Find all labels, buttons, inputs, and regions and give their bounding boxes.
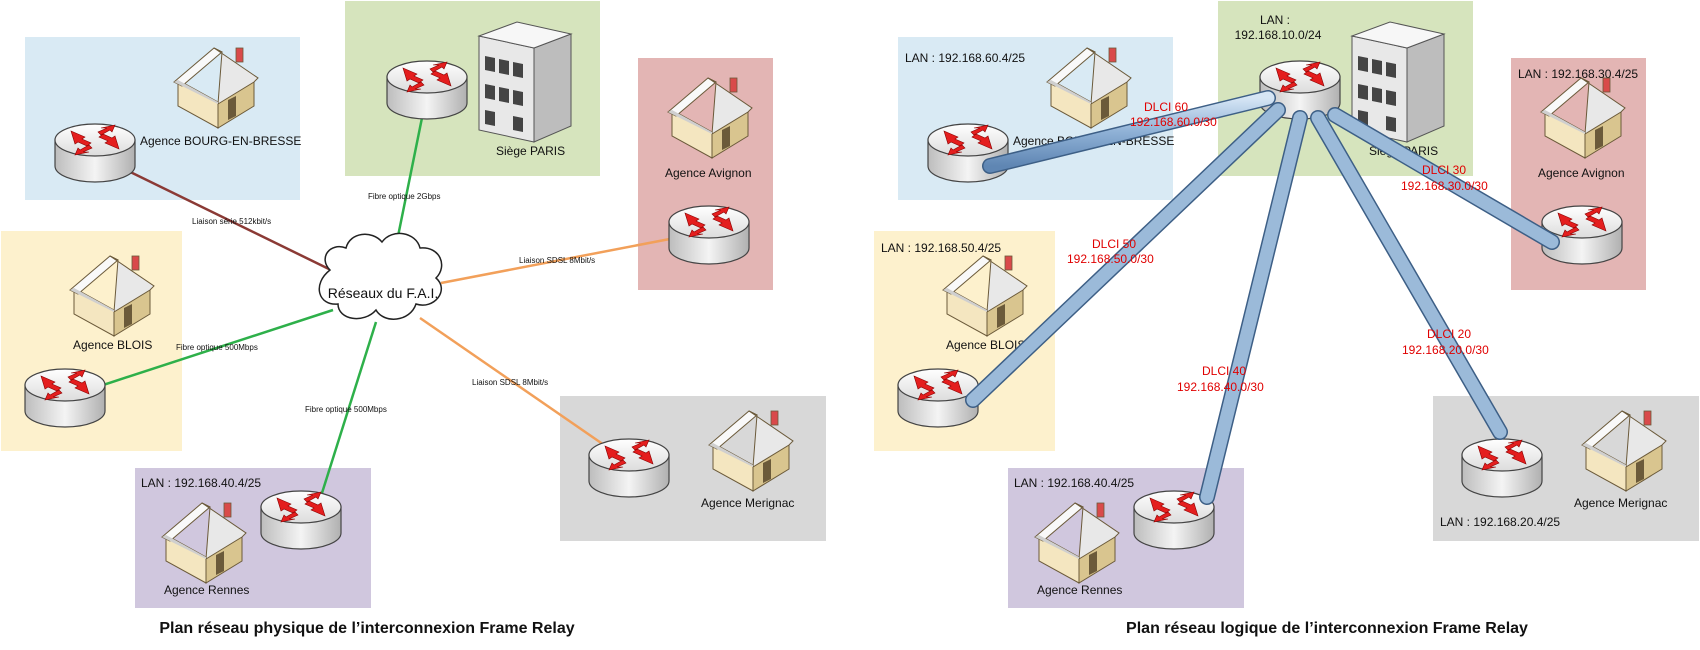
pvc-pipe-merignac-fill [1311,111,1507,439]
router-icon [927,123,1009,183]
router-icon [54,123,136,183]
dlci-name: DLCI 50 [1092,237,1136,251]
lan-label-rennes: LAN : 192.168.40.4/25 [141,476,261,490]
lan-label-rennes: LAN : 192.168.40.4/25 [1014,476,1134,490]
site-label-paris: Siège PARIS [496,144,565,158]
pvc-pipe-rennes-fill [1200,111,1307,504]
link-label-blois: Fibre optique 500Mbps [176,343,258,352]
dlci-name: DLCI 60 [1144,100,1188,114]
lan-label-paris: LAN : [1260,13,1290,27]
site-label-merignac: Agence Merignac [1574,496,1667,510]
link-label-paris: Fibre optique 2Gbps [368,192,441,201]
dlci-network: 192.168.20.0/30 [1402,343,1489,357]
lan-label-avignon: LAN : 192.168.30.4/25 [1518,67,1638,81]
lan-label-bourg: LAN : 192.168.60.4/25 [905,51,1025,65]
isp-cloud: Réseaux du F.A.I. [318,232,443,320]
dlci-network: 192.168.30.0/30 [1401,179,1488,193]
pvc-pipes [965,90,1560,505]
router-icon [588,438,670,498]
logical-diagram: Agence BOURG-EN-BRESSE LAN : 192.168.60.… [874,1,1699,637]
pvc-pipe-blois-fill [966,103,1285,407]
pvc-pipe-avignon-fill [1328,108,1559,249]
lan-label-merignac: LAN : 192.168.20.4/25 [1440,515,1560,529]
router-icon [24,368,106,428]
site-label-bourg: Agence BOURG-EN-BRESSE [140,134,301,148]
isp-cloud-label: Réseaux du F.A.I. [328,285,439,301]
logical-diagram-title: Plan réseau logique de l’interconnexion … [1126,620,1528,637]
router-icon [386,60,468,120]
dlci-name: DLCI 30 [1422,163,1466,177]
dlci-network: 192.168.40.0/30 [1177,380,1264,394]
lan-label-blois: LAN : 192.168.50.4/25 [881,241,1001,255]
dlci-network: 192.168.50.0/30 [1067,252,1154,266]
physical-diagram-title: Plan réseau physique de l’interconnexion… [159,620,574,637]
physical-diagram: Réseaux du F.A.I. Liaison série 512kbit/… [1,1,826,637]
link-line-avignon [440,236,676,285]
link-line-merignac [419,316,608,449]
link-label-avignon: Liaison SDSL 8Mbit/s [519,256,595,265]
pvc-pipe-bourg-fill [983,91,1275,173]
router-icon [1461,438,1543,498]
site-label-rennes: Agence Rennes [164,583,249,597]
link-label-bourg: Liaison série 512kbit/s [192,217,271,226]
link-line-rennes [320,321,378,494]
building-icon [478,21,572,143]
dlci-network: 192.168.60.0/30 [1130,115,1217,129]
site-label-avignon: Agence Avignon [1538,166,1625,180]
site-label-avignon: Agence Avignon [665,166,752,180]
link-line-bourg [111,161,334,273]
site-label-rennes: Agence Rennes [1037,583,1122,597]
dlci-name: DLCI 20 [1427,327,1471,341]
lan-label-paris-net: 192.168.10.0/24 [1235,28,1322,42]
link-line-blois [99,308,334,388]
link-label-rennes: Fibre optique 500Mbps [305,405,387,414]
site-label-blois: Agence BLOIS [946,338,1025,352]
router-icon [260,490,342,550]
site-label-merignac: Agence Merignac [701,496,794,510]
site-label-blois: Agence BLOIS [73,338,152,352]
router-icon [668,205,750,265]
dlci-name: DLCI 40 [1202,364,1246,378]
link-label-merignac: Liaison SDSL 8Mbit/s [472,378,548,387]
